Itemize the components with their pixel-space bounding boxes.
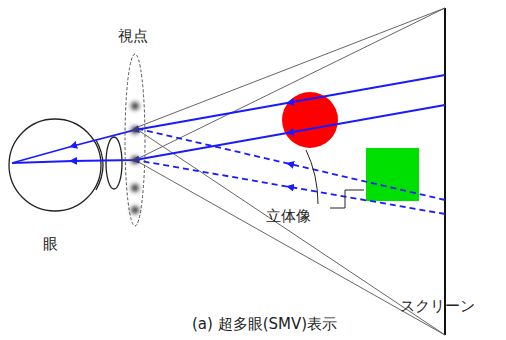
red-sphere <box>282 92 338 148</box>
viewpoint-label: 視点 <box>118 28 148 45</box>
figure-caption: (a) 超多眼(SMV)表示 <box>192 316 337 333</box>
screen-line <box>444 8 446 335</box>
light-rays <box>12 75 445 214</box>
eye <box>9 119 122 211</box>
leader-lines <box>306 150 364 208</box>
viewpoint-dots <box>131 102 139 214</box>
viewpoint-region <box>125 54 145 226</box>
eye-label: 眼 <box>43 236 58 253</box>
object-label: 立体像 <box>266 208 311 225</box>
view-cone-lines <box>135 8 445 335</box>
green-cube <box>366 148 419 201</box>
screen-label: スクリーン <box>400 298 475 315</box>
